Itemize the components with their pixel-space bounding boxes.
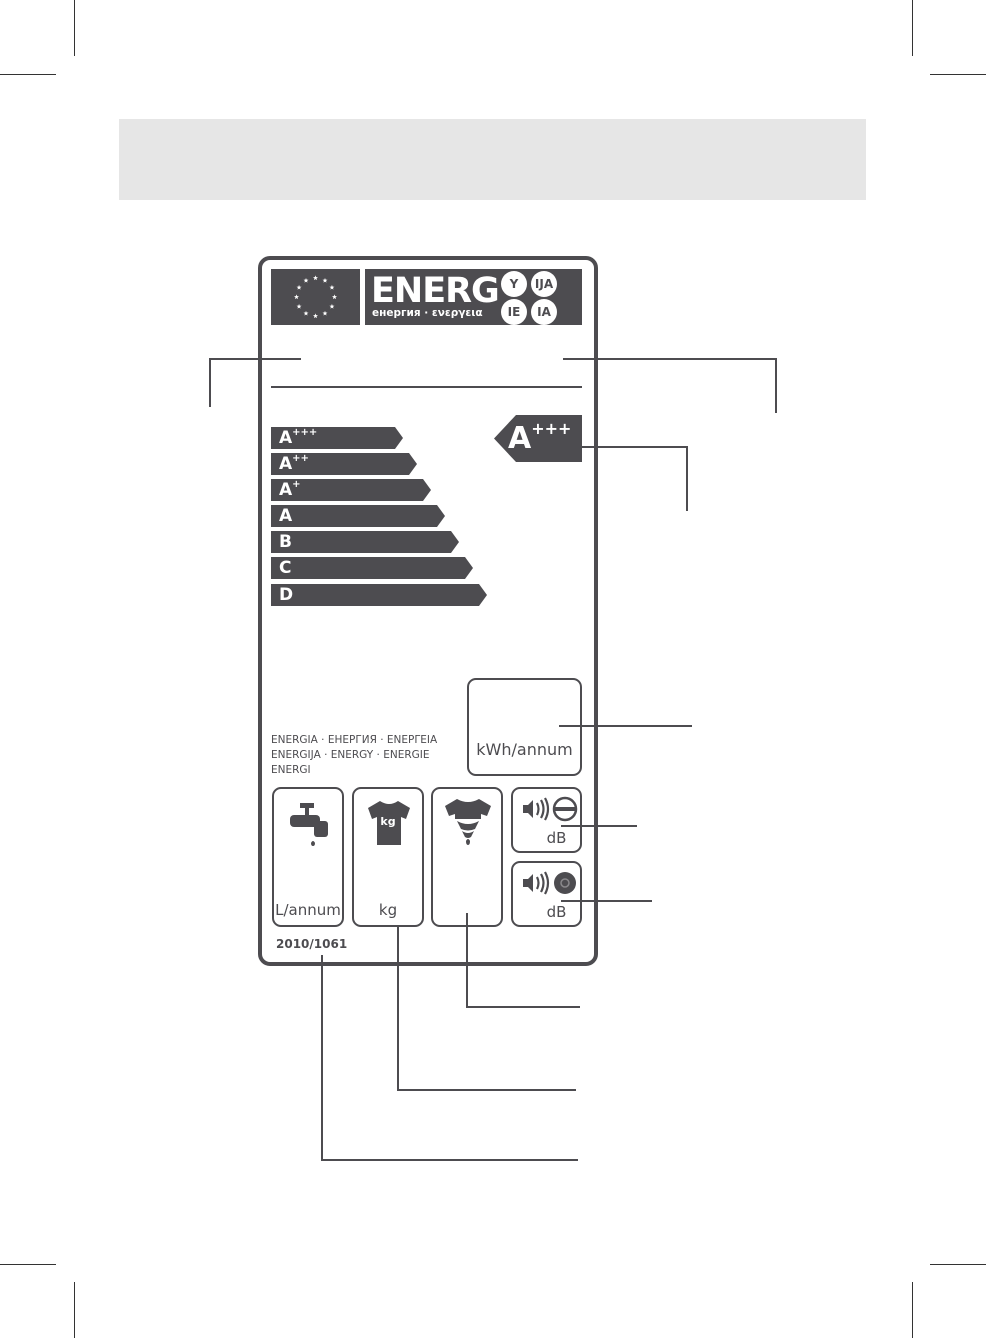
eu-star [313, 313, 318, 319]
eu-star [294, 294, 299, 300]
eu-star [332, 294, 337, 300]
energy-logo: ENERG енергия · ενεργεια Y IJA IE IA [365, 269, 582, 325]
water-tap-icon [290, 803, 328, 846]
scale-arrow: A [271, 505, 445, 527]
rating-plus: +++ [531, 419, 572, 438]
leader-line [563, 358, 776, 360]
capacity-unit: kg [378, 901, 398, 919]
header-band [119, 119, 866, 200]
scale-class: A [279, 506, 293, 526]
scale-arrow: C [271, 557, 473, 579]
water-consumption-box: L/annum [272, 787, 344, 927]
eu-star [322, 277, 328, 283]
noise-wash-unit: dB [546, 829, 567, 847]
energ-word: ENERG [371, 271, 500, 311]
suffix-bubble: IE [501, 299, 527, 325]
energy-words-line: ENERGI [271, 764, 311, 776]
leader-line [559, 725, 692, 727]
scale-class: D [279, 585, 294, 605]
leader-line [686, 446, 688, 511]
capacity-icon-text: kg [380, 815, 396, 828]
energ-subtitle: енергия · ενεργεια [372, 307, 483, 319]
energy-consumption-box: kWh/annum [467, 678, 582, 776]
eu-star [322, 310, 328, 316]
noise-spin-unit: dB [546, 903, 567, 921]
capacity-box: kg kg [352, 787, 424, 927]
crop-mark [930, 74, 986, 75]
eu-star [296, 284, 302, 290]
scale-arrow: A++ [271, 453, 417, 475]
scale-plus: +++ [292, 427, 318, 438]
energy-words: ENERGIA · ЕНЕРГИЯ · ΕΝΕΡΓΕΙΑ ENERGIJA · … [271, 733, 461, 778]
divider [271, 386, 582, 388]
leader-line [321, 1159, 578, 1161]
crop-mark [0, 1264, 56, 1265]
crop-mark [912, 0, 913, 56]
suffix-bubble: IJA [531, 271, 557, 297]
leader-line [209, 358, 301, 360]
scale-class: A [279, 480, 293, 500]
eu-star [329, 284, 335, 290]
suffix-bubble: Y [501, 271, 527, 297]
leader-line [397, 925, 399, 1091]
eu-star [296, 303, 302, 309]
scale-class: B [279, 532, 292, 552]
scale-class: C [279, 558, 292, 578]
leader-line [561, 825, 637, 827]
scale-arrow: D [271, 584, 487, 606]
eu-star [313, 275, 318, 281]
energy-words-line: ENERGIJA · ENERGY · ENERGIE [271, 749, 430, 761]
leader-line [321, 955, 323, 1161]
spin-drying-box [431, 787, 503, 927]
eu-star [303, 277, 309, 283]
scale-class: A [279, 428, 293, 448]
regulation-number: 2010/1061 [276, 937, 348, 951]
eu-flag [271, 269, 360, 325]
eu-star [303, 310, 309, 316]
crop-mark [74, 1282, 75, 1338]
water-unit: L/annum [275, 901, 341, 919]
scale-arrow: A+++ [271, 427, 403, 449]
scale-arrow: A+ [271, 479, 431, 501]
scale-class: A [279, 454, 293, 474]
eu-star [329, 303, 335, 309]
energy-unit: kWh/annum [476, 740, 573, 759]
scale-plus: ++ [292, 453, 309, 464]
leader-line [397, 1089, 576, 1091]
leader-line [209, 358, 211, 407]
crop-mark [912, 1282, 913, 1338]
eu-flag-icon [294, 275, 337, 319]
noise-washing-box: dB [511, 787, 582, 853]
noise-spinning-box: dB [511, 861, 582, 927]
noise-spinning-icon [523, 871, 576, 895]
crop-mark [74, 0, 75, 56]
energy-label-frame [258, 256, 598, 966]
leader-line [561, 900, 652, 902]
leader-line [580, 446, 687, 448]
crop-mark [930, 1264, 986, 1265]
crop-mark [0, 74, 56, 75]
tshirt-kg-icon [368, 801, 410, 845]
rating-class: A [508, 421, 532, 456]
scale-arrow: B [271, 531, 459, 553]
leader-line [466, 1006, 580, 1008]
noise-washing-icon [523, 796, 578, 822]
leader-line [466, 913, 468, 1008]
suffix-bubble: IA [531, 299, 557, 325]
scale-plus: + [292, 479, 301, 490]
energy-words-line: ENERGIA · ЕНЕРГИЯ · ΕΝΕΡΓΕΙΑ [271, 734, 438, 746]
leader-line [775, 358, 777, 413]
spin-drying-icon [445, 799, 491, 845]
